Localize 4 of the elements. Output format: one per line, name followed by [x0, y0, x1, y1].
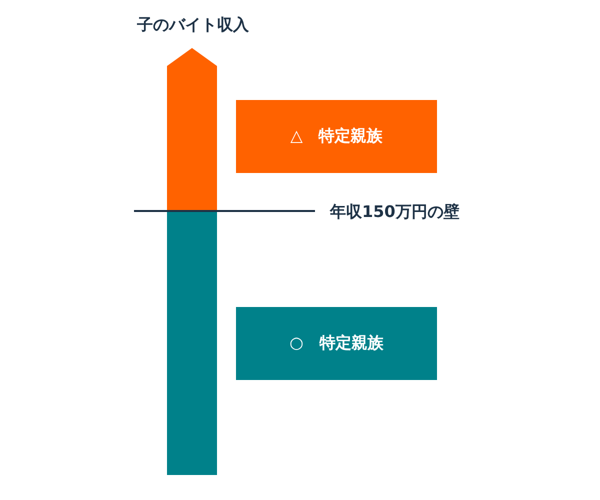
status-box: △ 特定親族 [236, 100, 437, 173]
threshold-label: 年収150万円の壁 [330, 202, 460, 222]
arrow-label: 子のバイト収入 [137, 15, 249, 35]
status-box: ○ 特定親族 [236, 307, 437, 380]
